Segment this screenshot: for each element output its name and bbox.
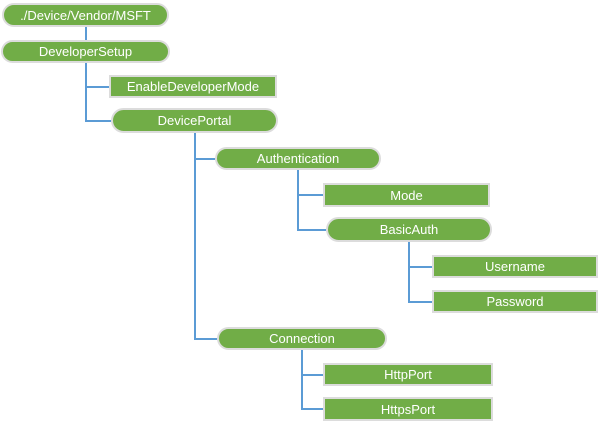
tree-node-device-portal: DevicePortal bbox=[111, 108, 278, 133]
tree-node-label: HttpPort bbox=[384, 367, 432, 382]
connector-line bbox=[301, 373, 323, 376]
tree-node-label: HttpsPort bbox=[380, 401, 436, 417]
tree-node-mode: Mode bbox=[323, 183, 490, 207]
connector-line bbox=[193, 337, 217, 340]
connector-line bbox=[84, 27, 87, 40]
connector-line bbox=[84, 85, 109, 88]
tree-node-connection: Connection bbox=[217, 327, 387, 350]
tree-node-label: Username bbox=[485, 259, 545, 274]
tree-node-basic-auth: BasicAuth bbox=[326, 217, 492, 242]
connector-line bbox=[301, 408, 323, 410]
tree-node-label: Authentication bbox=[256, 151, 340, 166]
tree-node-username: Username bbox=[432, 255, 598, 278]
connector-line bbox=[408, 265, 432, 268]
connector-line bbox=[297, 194, 323, 196]
tree-node-label: Mode bbox=[390, 187, 423, 203]
tree-node-password: Password bbox=[432, 290, 598, 313]
tree-node-https-port: HttpsPort bbox=[323, 397, 493, 421]
tree-node-label: EnableDeveloperMode bbox=[126, 79, 260, 94]
connector-line bbox=[301, 350, 303, 410]
tree-node-label: DeveloperSetup bbox=[38, 44, 133, 59]
connector-line bbox=[84, 119, 111, 122]
tree-node-http-port: HttpPort bbox=[323, 363, 493, 386]
tree-node-authentication: Authentication bbox=[215, 147, 381, 170]
tree-node-developer-setup: DeveloperSetup bbox=[1, 40, 170, 63]
tree-node-root: ./Device/Vendor/MSFT bbox=[2, 3, 169, 27]
tree-node-label: ./Device/Vendor/MSFT bbox=[20, 7, 151, 23]
tree-node-label: Connection bbox=[269, 331, 335, 346]
tree-node-label: Password bbox=[486, 294, 544, 309]
tree-node-label: DevicePortal bbox=[157, 113, 232, 128]
connector-line bbox=[297, 228, 326, 231]
tree-node-label: BasicAuth bbox=[379, 222, 439, 237]
connector-line bbox=[408, 300, 432, 303]
connector-line bbox=[297, 170, 299, 231]
connector-line bbox=[408, 242, 410, 303]
connector-line bbox=[193, 133, 196, 340]
connector-line bbox=[84, 63, 87, 122]
tree-node-enable-developer-mode: EnableDeveloperMode bbox=[109, 75, 277, 98]
connector-line bbox=[193, 157, 215, 160]
